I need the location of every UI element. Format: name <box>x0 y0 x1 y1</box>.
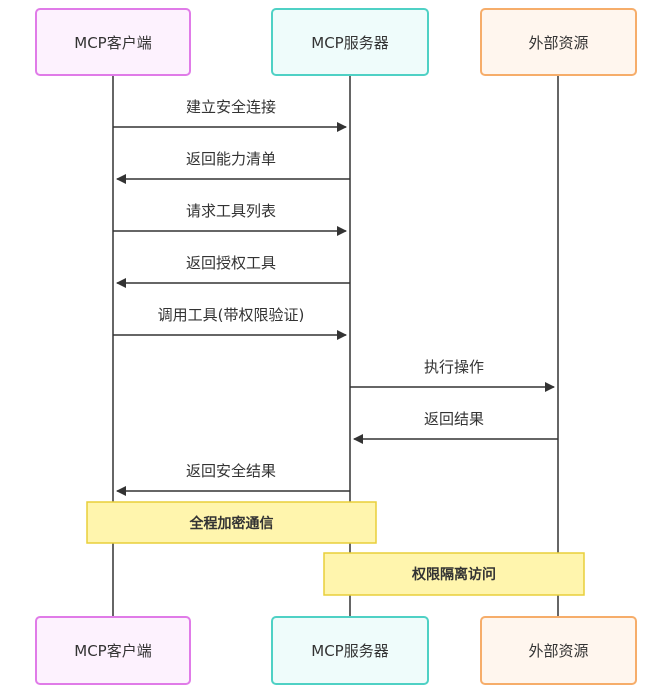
note-encrypted-box <box>86 501 377 544</box>
message-label-7: 返回结果 <box>423 410 485 428</box>
message-label-6: 执行操作 <box>423 358 485 376</box>
message-label-4: 返回授权工具 <box>185 254 277 272</box>
participant-server-bottom-label: MCP服务器 <box>311 642 389 660</box>
participant-client-top <box>35 8 191 76</box>
participant-resource-bottom-label: 外部资源 <box>528 642 589 660</box>
participant-client-top-label: MCP客户端 <box>74 33 152 52</box>
note-isolation-box <box>323 552 585 596</box>
message-label-5: 调用工具(带权限验证) <box>157 306 305 324</box>
message-label-2: 返回能力清单 <box>185 150 277 168</box>
participant-client-bottom <box>35 616 191 685</box>
message-label-3: 请求工具列表 <box>185 202 277 220</box>
note-encrypted-label: 全程加密通信 <box>189 515 274 532</box>
participant-resource-top <box>480 8 637 76</box>
participant-resource-bottom <box>480 616 637 685</box>
participant-server-top-label: MCP服务器 <box>311 33 389 52</box>
participant-client-bottom-label: MCP客户端 <box>74 642 152 660</box>
message-label-8: 返回安全结果 <box>185 462 277 480</box>
message-label-1: 建立安全连接 <box>185 98 277 116</box>
participant-server-top <box>271 8 429 76</box>
participant-resource-top-label: 外部资源 <box>528 33 589 52</box>
note-isolation-label: 权限隔离访问 <box>412 567 496 583</box>
participant-server-bottom <box>271 616 429 685</box>
